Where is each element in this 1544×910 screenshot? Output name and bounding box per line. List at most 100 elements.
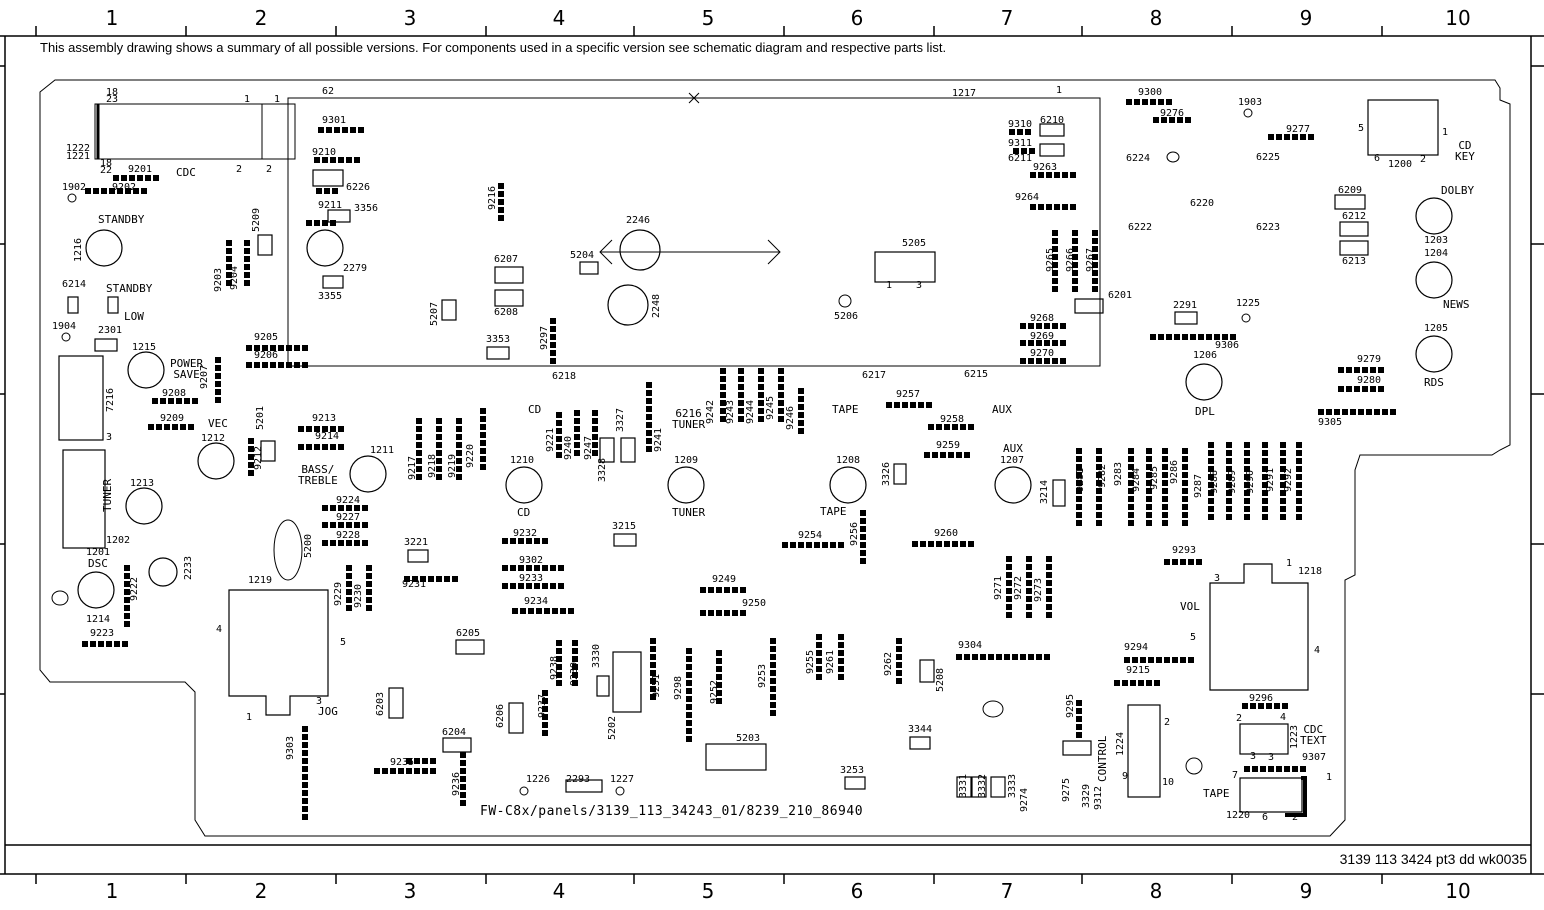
caption-tape-led: TAPE bbox=[832, 403, 859, 416]
smd-pad bbox=[85, 188, 91, 194]
smd-pad bbox=[1096, 488, 1102, 494]
ref-9203: 9203 bbox=[213, 267, 224, 292]
smd-pad bbox=[1280, 514, 1286, 520]
grid-col-1-bottom: 1 bbox=[105, 879, 119, 903]
smd-pad bbox=[556, 648, 562, 654]
smd-pad bbox=[1092, 270, 1098, 276]
smd-pad bbox=[316, 188, 322, 194]
smd-pad bbox=[244, 256, 250, 262]
smd-pad bbox=[326, 127, 332, 133]
ref-1904: 1904 bbox=[52, 321, 77, 332]
smd-pad bbox=[1214, 334, 1220, 340]
smd-pad bbox=[1280, 506, 1286, 512]
smd-pad bbox=[302, 798, 308, 804]
pin-6: 6 bbox=[1262, 812, 1269, 823]
ref-9241: 9241 bbox=[653, 427, 664, 452]
pin-3: 3 bbox=[1268, 752, 1275, 763]
smd-pad bbox=[782, 542, 788, 548]
ref-1204: 1204 bbox=[1424, 248, 1449, 259]
ref-6209: 6209 bbox=[1338, 185, 1363, 196]
smd-pad bbox=[460, 800, 466, 806]
smd-pad bbox=[686, 688, 692, 694]
ref-9212: 9212 bbox=[253, 445, 264, 470]
ref-9304: 9304 bbox=[958, 640, 983, 651]
smd-pad bbox=[568, 608, 574, 614]
smd-pad bbox=[1028, 323, 1034, 329]
smd-pad bbox=[1124, 657, 1130, 663]
smd-pad bbox=[542, 730, 548, 736]
ref-9261: 9261 bbox=[825, 649, 836, 674]
smd-pad bbox=[956, 654, 962, 660]
smd-pad bbox=[886, 402, 892, 408]
smd-pad bbox=[798, 420, 804, 426]
smd-pad bbox=[1020, 358, 1026, 364]
ref-1205: 1205 bbox=[1424, 323, 1449, 334]
smd-pad bbox=[1354, 367, 1360, 373]
smd-pad bbox=[1036, 654, 1042, 660]
smd-pad bbox=[1076, 504, 1082, 510]
smd-pad bbox=[254, 362, 260, 368]
smd-pad bbox=[770, 646, 776, 652]
smd-pad bbox=[1284, 134, 1290, 140]
caption-control: CONTROL bbox=[1096, 735, 1109, 782]
smd-pad bbox=[1182, 520, 1188, 526]
ref-9264: 9264 bbox=[1015, 192, 1040, 203]
smd-pad bbox=[502, 538, 508, 544]
smd-pad bbox=[1132, 657, 1138, 663]
caption-aux-button: AUX bbox=[1003, 442, 1023, 455]
smd-pad bbox=[346, 573, 352, 579]
smd-pad bbox=[1072, 286, 1078, 292]
pin-2: 2 bbox=[1164, 717, 1171, 728]
smd-pad bbox=[528, 608, 534, 614]
smd-pad bbox=[460, 784, 466, 790]
smd-pad bbox=[306, 220, 312, 226]
smd-pad bbox=[556, 412, 562, 418]
smd-pad bbox=[1076, 488, 1082, 494]
ref-6220: 6220 bbox=[1190, 198, 1215, 209]
smd-pad bbox=[1026, 612, 1032, 618]
smd-pad bbox=[1276, 766, 1282, 772]
smd-pad bbox=[1006, 604, 1012, 610]
ref-1903: 1903 bbox=[1238, 97, 1263, 108]
smd-pad bbox=[720, 392, 726, 398]
smd-pad bbox=[816, 666, 822, 672]
smd-pad bbox=[1036, 358, 1042, 364]
smd-pad bbox=[1262, 442, 1268, 448]
smd-pad bbox=[456, 434, 462, 440]
ref-1225: 1225 bbox=[1236, 298, 1261, 309]
ref-9205: 9205 bbox=[254, 332, 279, 343]
smd-pad bbox=[366, 573, 372, 579]
smd-pad bbox=[806, 542, 812, 548]
smd-pad bbox=[1262, 506, 1268, 512]
smd-pad bbox=[686, 736, 692, 742]
smd-pad bbox=[346, 565, 352, 571]
smd-pad bbox=[1292, 134, 1298, 140]
smd-pad bbox=[1052, 262, 1058, 268]
smd-pad bbox=[822, 542, 828, 548]
caption-tuner-vertical: TUNER bbox=[101, 478, 114, 512]
ref-5207: 5207 bbox=[429, 301, 440, 326]
smd-pad bbox=[302, 774, 308, 780]
ref-3253: 3253 bbox=[840, 765, 865, 776]
ref-6223: 6223 bbox=[1256, 222, 1281, 233]
smd-pad bbox=[480, 456, 486, 462]
smd-pad bbox=[952, 541, 958, 547]
ref-9236: 9236 bbox=[451, 771, 462, 796]
smd-pad bbox=[720, 400, 726, 406]
smd-pad bbox=[980, 654, 986, 660]
smd-pad bbox=[254, 345, 260, 351]
smd-pad bbox=[700, 587, 706, 593]
ref-1207: 1207 bbox=[1000, 455, 1025, 466]
smd-pad bbox=[1280, 466, 1286, 472]
smd-pad bbox=[1046, 588, 1052, 594]
smd-pad bbox=[1128, 520, 1134, 526]
smd-pad bbox=[758, 408, 764, 414]
smd-pad bbox=[248, 462, 254, 468]
smd-pad bbox=[1296, 482, 1302, 488]
smd-pad bbox=[716, 682, 722, 688]
ref-3215: 3215 bbox=[612, 521, 637, 532]
smd-pad bbox=[1208, 466, 1214, 472]
smd-pad bbox=[1342, 409, 1348, 415]
smd-pad bbox=[534, 538, 540, 544]
smd-pad bbox=[1162, 520, 1168, 526]
